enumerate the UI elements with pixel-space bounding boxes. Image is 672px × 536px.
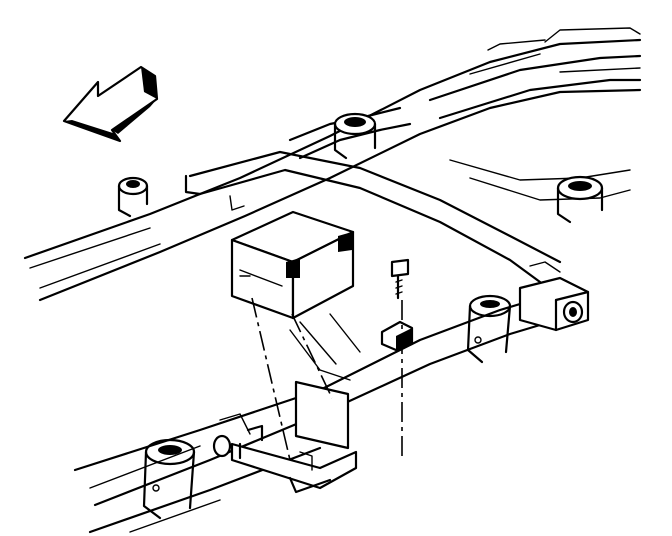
- module-box: [230, 210, 355, 320]
- arrow-pointing-left-front-icon: [62, 65, 159, 143]
- module-mounting-bracket: [212, 313, 361, 494]
- body-mount-front-right: [466, 294, 512, 364]
- rear-frame-rail: [23, 27, 642, 302]
- body-mount-mid-left: [117, 176, 149, 218]
- alignment-lines: [251, 297, 403, 461]
- frame-crossmember: [184, 106, 631, 284]
- body-mount-rear-left: [333, 112, 377, 160]
- body-mount-front-left: [142, 438, 196, 520]
- bolt-bracket: [380, 320, 414, 352]
- body-mount-rear-right: [556, 175, 604, 224]
- mounting-bolt: [390, 258, 410, 300]
- frame-rail-end: [518, 261, 590, 332]
